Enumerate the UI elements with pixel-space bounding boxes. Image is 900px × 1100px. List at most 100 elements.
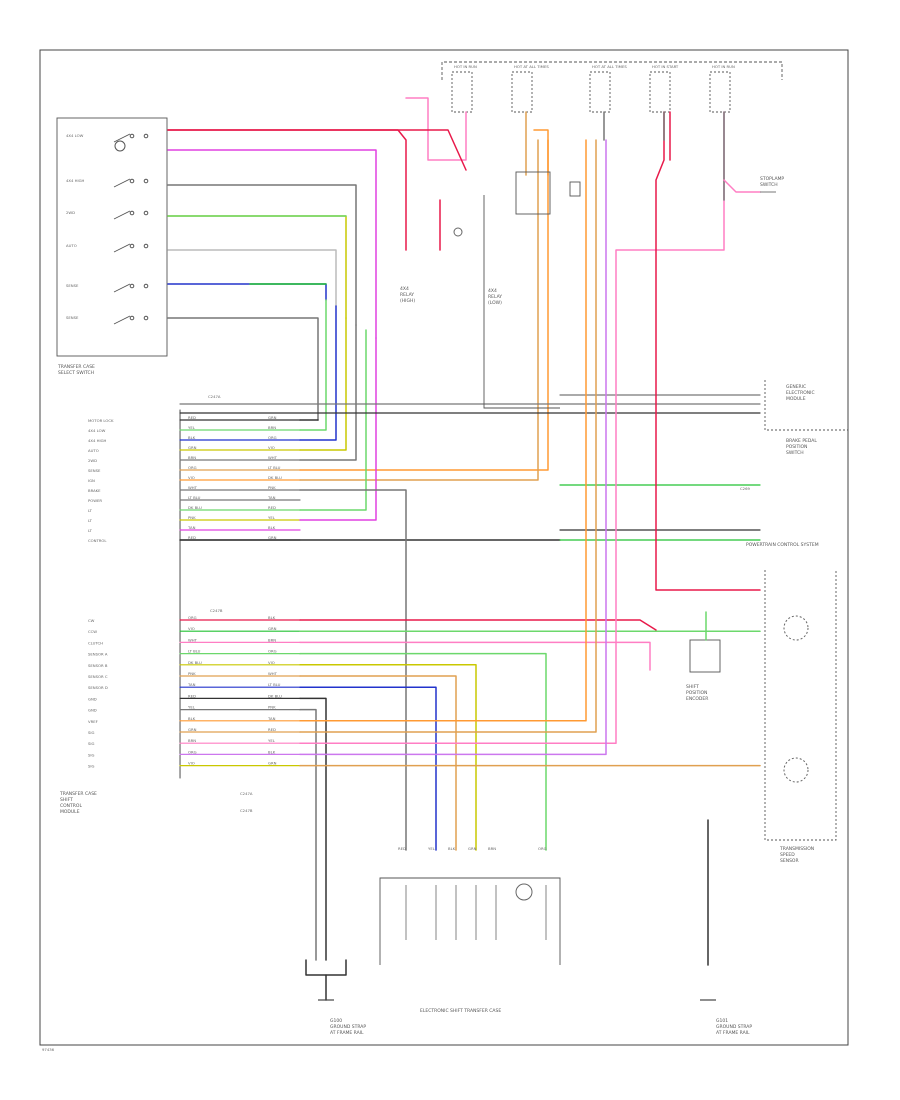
module-pin-upper: 4X4 HIGH <box>88 438 107 443</box>
wire-label: GRN <box>188 727 197 732</box>
wire-gray-down <box>299 489 407 851</box>
wire-label: YEL <box>428 846 436 851</box>
wire-label: LT BLU <box>268 682 281 687</box>
wire-label: PNK <box>268 705 276 710</box>
wire-lg <box>299 299 327 431</box>
wire-label: PNK <box>188 671 196 676</box>
wire-label: YEL <box>188 705 196 710</box>
wire-label: LT BLU <box>188 495 201 500</box>
wire-label: VIO <box>188 626 195 631</box>
wire-label: BLK <box>268 525 276 530</box>
ground-bus <box>305 959 347 976</box>
connector-label: C247A <box>240 791 253 796</box>
wire-label: VIO <box>188 761 195 766</box>
wire-label: GRN <box>268 415 277 420</box>
switch-contact <box>143 210 149 216</box>
module-pin-lower: SIG <box>88 730 95 735</box>
wire-red-lower <box>299 619 657 631</box>
wire-sensor-c <box>299 675 457 851</box>
wire-white-switch <box>167 249 337 307</box>
module-pin-upper: LT <box>88 518 93 523</box>
wire-label: BRN <box>268 637 276 642</box>
relay-label: (HIGH) <box>400 298 415 304</box>
switch-contact <box>143 133 149 139</box>
ground-left-label: AT FRAME RAIL <box>330 1030 364 1036</box>
switch-blade <box>113 315 131 325</box>
module-pin-upper: 4X4 LOW <box>88 428 106 433</box>
switch-position-label: SENSE <box>66 283 79 288</box>
wire-label: BRN <box>268 425 276 430</box>
speed-sensor-label: SPEED <box>780 852 795 858</box>
wire-label: BLK <box>268 749 276 754</box>
wire-fuse-orange <box>533 129 549 176</box>
wire-label: TAN <box>187 682 196 687</box>
wire-gnd-2 <box>299 708 317 961</box>
wire-label: BRN <box>188 738 196 743</box>
select-switch-label: TRANSFER CASE <box>57 364 95 370</box>
switch-contact <box>143 178 149 184</box>
wire-label: TAN <box>267 495 276 500</box>
module-pin-upper: MOTOR LOCK <box>88 418 114 423</box>
module-pin-upper: SENSE <box>88 468 101 473</box>
brake-pedal-label: POSITION <box>786 444 807 450</box>
module-pin-lower: SENSOR A <box>88 652 108 657</box>
wire-label: LT BLU <box>188 649 201 654</box>
switch-position-label: 4X4 HIGH <box>66 178 85 183</box>
module-pin-upper: CONTROL <box>88 538 107 543</box>
wire-red-right <box>655 111 761 591</box>
module-pin-upper: 2WD <box>88 458 97 463</box>
fuse-box <box>511 71 533 113</box>
pcm-label: POWERTRAIN CONTROL SYSTEM <box>746 542 819 548</box>
module-pin-upper: AUTO <box>88 448 99 453</box>
module-pin-lower: VREF <box>88 719 98 724</box>
module-pin-lower: SIG <box>88 741 95 746</box>
diode-box <box>569 181 581 197</box>
wire-label: GRN <box>268 535 277 540</box>
speed-sensor-label: TRANSMISSION <box>779 846 814 852</box>
wire-label: BLK <box>188 435 196 440</box>
switch-blade <box>113 133 131 143</box>
wire-label: TAN <box>267 716 276 721</box>
encoder-label: SHIFT <box>686 684 699 690</box>
switch-contact <box>129 210 135 216</box>
wire-sensor-b <box>299 664 477 851</box>
switch-blade <box>113 178 131 188</box>
wire-label: BLK <box>448 846 456 851</box>
relay-box <box>515 171 551 215</box>
speed-sensor-label: SENSOR <box>780 858 799 864</box>
wire-label: YEL <box>268 515 276 520</box>
wire-sensor-d <box>299 686 437 851</box>
encoder-label: ENCODER <box>686 696 708 702</box>
wire-label: WHT <box>188 637 198 642</box>
motor-icon <box>515 883 533 901</box>
switch-blade <box>113 283 131 293</box>
wire-tan-long <box>299 139 597 733</box>
ground-left-label: G100 <box>330 1018 342 1024</box>
wire-label: GRN <box>188 445 197 450</box>
wire-label: BLK <box>268 615 276 620</box>
ground-right-label: GROUND STRAP <box>716 1024 752 1030</box>
module-pin-lower: CW <box>88 618 95 623</box>
fuse-label: HOT AT ALL TIMES <box>514 64 549 69</box>
module-pin-lower: CLUTCH <box>88 640 103 645</box>
wire-label: ORG <box>188 749 197 754</box>
module-label: TRANSFER CASE <box>59 791 97 797</box>
wire-red-switch-feed <box>167 129 407 251</box>
wire-label: DK BLU <box>268 693 282 698</box>
wire-label: ORG <box>188 615 197 620</box>
connector-label: C247B <box>210 608 223 613</box>
switch-contact <box>129 133 135 139</box>
speed-sensor-outline <box>764 570 837 841</box>
wire-label: RED <box>188 415 196 420</box>
brake-pedal-label: SWITCH <box>786 450 804 456</box>
switch-blade <box>113 210 131 220</box>
module-pin-lower: GND <box>88 708 97 713</box>
gem-outline <box>764 380 848 431</box>
wire-gnd-1 <box>299 697 327 961</box>
module-pin-upper: LT <box>88 528 93 533</box>
wire-label: GRN <box>268 761 277 766</box>
wire-label: BLK <box>188 716 196 721</box>
relay-label: 4X4 <box>400 286 409 292</box>
motor-outline <box>379 877 561 965</box>
stoplamp-label: STOPLAMP <box>760 176 784 182</box>
